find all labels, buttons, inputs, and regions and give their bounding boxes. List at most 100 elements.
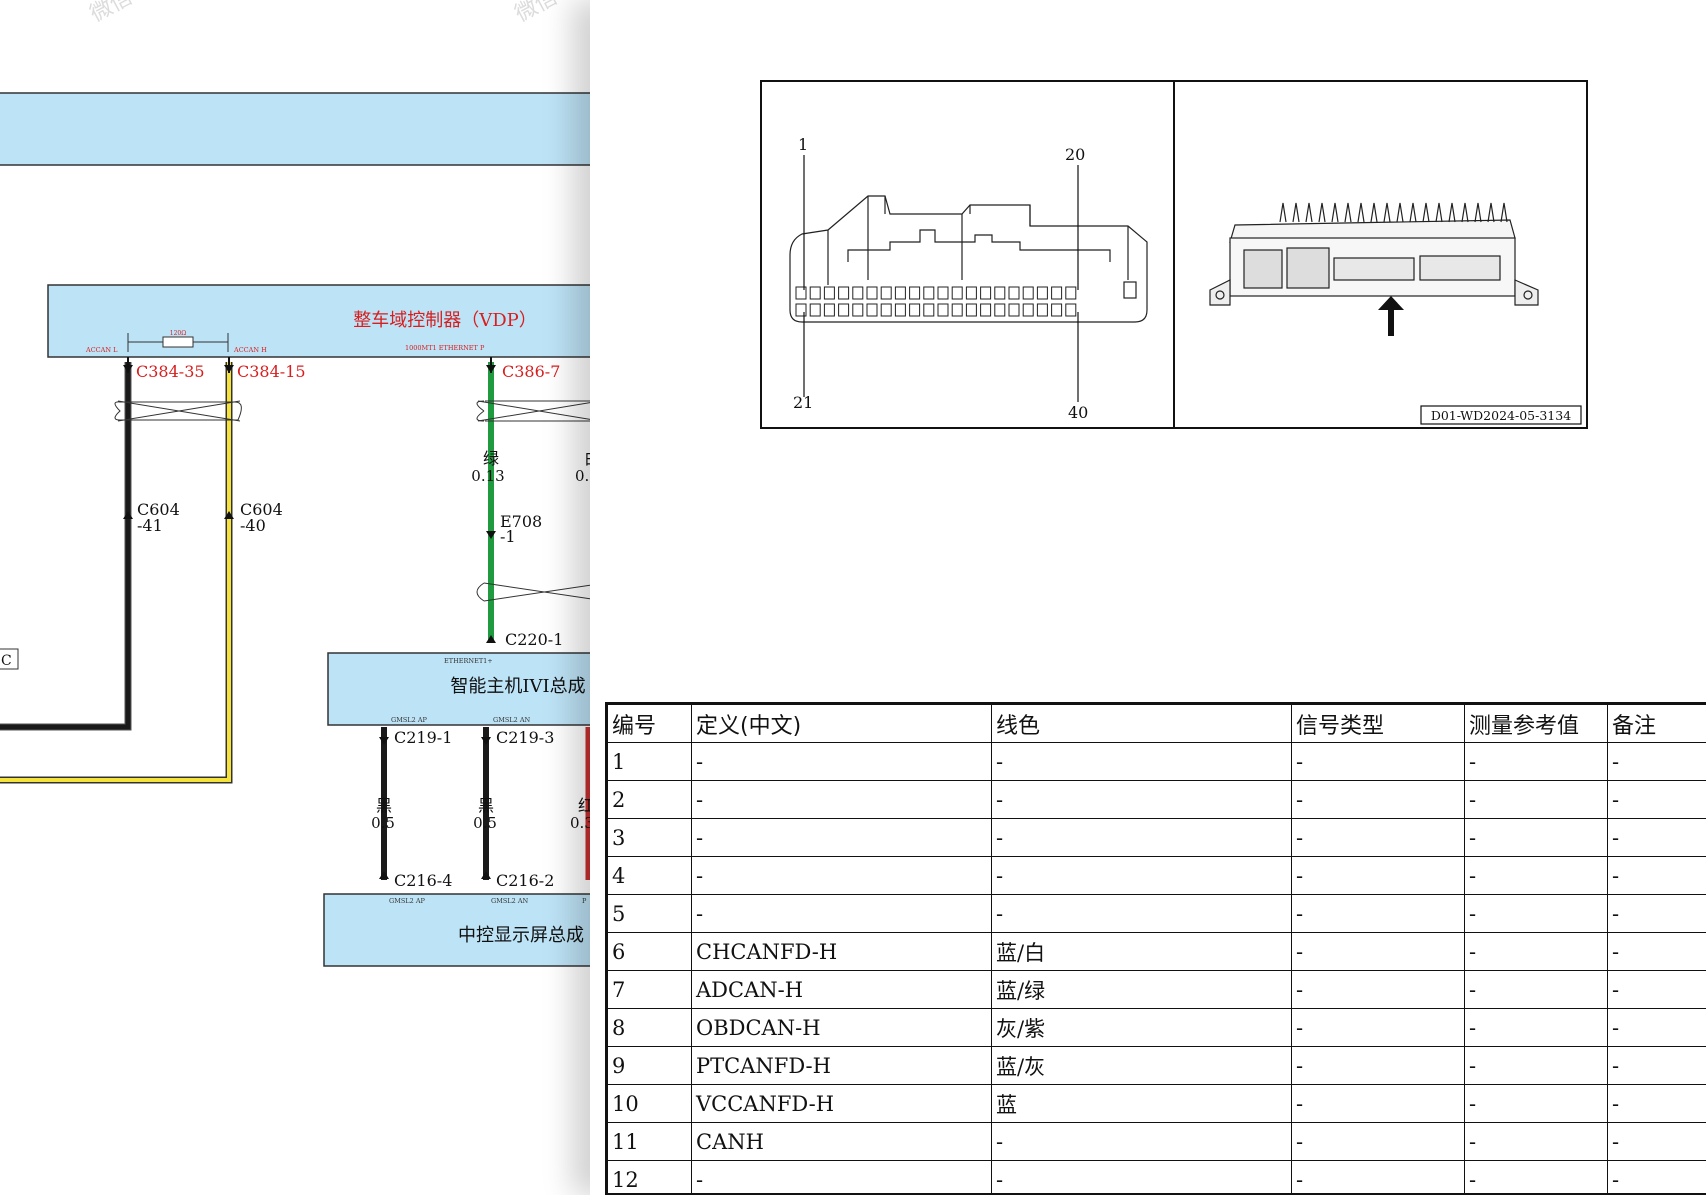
heatsink-fin [1292, 202, 1300, 223]
connector-c604-40-pin: -40 [240, 516, 266, 535]
pin-cavity [852, 286, 864, 300]
pin-cavity [980, 286, 992, 300]
table-cell-col-reference-value: - [1464, 780, 1608, 819]
pin-cavity [909, 286, 921, 300]
pin-label-ivi-gmsl-ap: GMSL2 AP [391, 716, 428, 724]
heatsink-fin [1474, 202, 1482, 223]
heatsink-fin [1383, 202, 1391, 223]
table-cell-col-remarks: - [1607, 1122, 1706, 1161]
pin-cavity [823, 286, 835, 300]
pin-cavity [994, 303, 1006, 317]
table-cell-col-number: 11 [607, 1122, 692, 1161]
wiring-diagram: 微信中 微信中 整车域控制器（VDP） 120Ω ACCAN L ACCAN H… [0, 0, 609, 967]
table-cell-col-wire-color: - [991, 1160, 1292, 1193]
table-cell-col-signal-type: - [1291, 1160, 1465, 1193]
table-cell-col-remarks: - [1607, 1008, 1706, 1047]
pin-number-21: 21 [793, 393, 813, 412]
heatsink-fin [1409, 202, 1417, 223]
pin-cavity [1065, 303, 1077, 317]
table-cell-col-reference-value: - [1464, 1122, 1608, 1161]
table-row: 5----- [607, 894, 1706, 933]
table-cell-col-wire-color: - [991, 1122, 1292, 1161]
pin-definition-table: 编号定义(中文)线色信号类型测量参考值备注 1-----2-----3-----… [605, 702, 1706, 1195]
connector-e708: E708 [500, 512, 542, 531]
wire-green-color-label: 绿 [483, 449, 499, 468]
pin-cavity [1022, 303, 1034, 317]
table-cell-col-signal-type: - [1291, 1008, 1465, 1047]
connector-c219-1: C219-1 [394, 728, 452, 747]
pin-cavity [1051, 286, 1063, 300]
table-row: 12----- [607, 1160, 1706, 1193]
heatsink-fin [1357, 202, 1365, 223]
table-cell-col-remarks: - [1607, 970, 1706, 1009]
pin-cavity [795, 286, 807, 300]
table-row: 1----- [607, 742, 1706, 781]
table-cell-col-number: 1 [607, 742, 692, 781]
pin-cavity [1036, 303, 1048, 317]
wire-cut-size-label: 0. [575, 467, 589, 485]
pin-cavity [923, 286, 935, 300]
pin-label-display-gmsl-ap: GMSL2 AP [389, 897, 426, 905]
connector-pin-rows [795, 286, 1077, 317]
wire-black-can-l-outline [0, 362, 132, 731]
wiring-diagram-page: 微信中 微信中 整车域控制器（VDP） 120Ω ACCAN L ACCAN H… [0, 0, 609, 1195]
table-cell-col-definition: PTCANFD-H [691, 1046, 992, 1085]
table-cell-col-reference-value: - [1464, 894, 1608, 933]
connector-c604-41-pin: -41 [137, 516, 163, 535]
pin-cavity [980, 303, 992, 317]
table-cell-col-definition: VCCANFD-H [691, 1084, 992, 1123]
pin-label-accan-h: ACCAN H [233, 346, 267, 354]
heatsink-fin [1448, 202, 1456, 223]
pin-cavity [1008, 286, 1020, 300]
connector-c216-2: C216-2 [496, 871, 554, 890]
table-cell-col-definition: CANH [691, 1122, 992, 1161]
heatsink-fin [1279, 202, 1287, 223]
table-cell-col-number: 5 [607, 894, 692, 933]
wire-yellow-can-h-outline [0, 362, 233, 784]
wire-yellow-can-h [0, 362, 231, 782]
table-cell-col-signal-type: - [1291, 1122, 1465, 1161]
pin-cavity [1051, 303, 1063, 317]
table-cell-col-wire-color: - [991, 780, 1292, 819]
location-arrow-icon [1378, 296, 1404, 336]
pin-label-display-gmsl-an: GMSL2 AN [491, 897, 529, 905]
pin-cavity [937, 303, 949, 317]
heatsink-fin [1318, 202, 1326, 223]
connector-c219-3: C219-3 [496, 728, 554, 747]
pin-cavity [880, 286, 892, 300]
table-cell-col-definition: - [691, 780, 992, 819]
table-cell-col-reference-value: - [1464, 1046, 1608, 1085]
table-cell-col-reference-value: - [1464, 1008, 1608, 1047]
watermark: 微信中 [86, 0, 156, 27]
pin-label-accan-l: ACCAN L [85, 346, 118, 354]
ivi-module-label: 智能主机IVI总成 [450, 676, 585, 697]
table-cell-col-number: 2 [607, 780, 692, 819]
table-cell-col-remarks: - [1607, 1084, 1706, 1123]
table-row: 3----- [607, 818, 1706, 857]
pin-label-display-cut: P [582, 897, 587, 905]
pin-number-40: 40 [1068, 403, 1088, 422]
table-cell-col-definition: ADCAN-H [691, 970, 992, 1009]
pin-cavity [880, 303, 892, 317]
pin-cavity [965, 303, 977, 317]
wire-black2-size-label: 0.5 [473, 814, 497, 832]
watermark: 微信中 [511, 0, 581, 27]
pin-cavity [1008, 303, 1020, 317]
display-module-label: 中控显示屏总成 [458, 925, 584, 946]
pin-cavity [909, 303, 921, 317]
table-cell-col-number: 10 [607, 1084, 692, 1123]
pin-label-ivi-gmsl-an: GMSL2 AN [493, 716, 531, 724]
pinout-page: 1 20 21 40 D01-WD2024-05-3134 [590, 0, 1706, 1195]
heatsink-fin [1487, 202, 1495, 223]
table-cell-col-definition: - [691, 856, 992, 895]
connector-c604-41: C604 [137, 500, 180, 519]
pin-label-ethernet-p: 1000MT1 ETHERNET P [405, 344, 485, 352]
pin-cavity [823, 303, 835, 317]
table-cell-col-wire-color: 蓝/绿 [991, 970, 1292, 1009]
wire-red-size-label: 0.3 [570, 814, 594, 832]
connector-c220-1: C220-1 [505, 630, 563, 649]
table-cell-col-reference-value: - [1464, 742, 1608, 781]
